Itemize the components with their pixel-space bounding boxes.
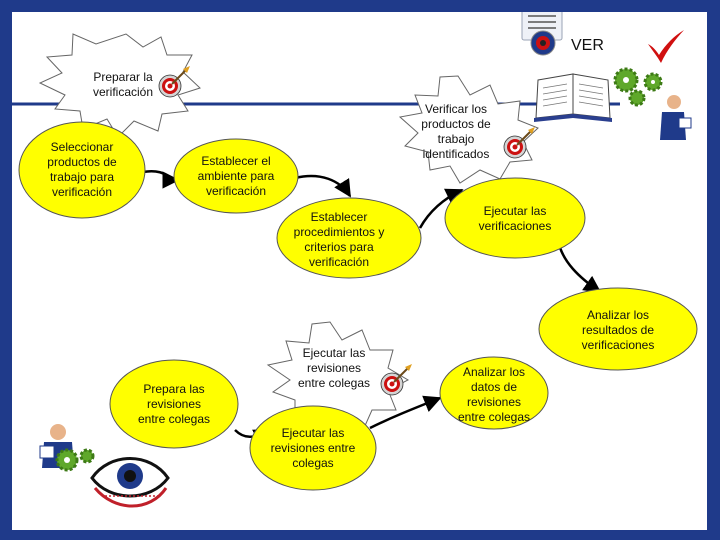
- label-establecer-procedimientos: Establecer procedimientos y criterios pa…: [293, 210, 385, 269]
- connector: [294, 174, 352, 198]
- label-seleccionar: Seleccionar productos de trabajo para ve…: [47, 140, 117, 199]
- slide-label: VER: [571, 37, 604, 54]
- label-preparar: Preparar la verificación: [92, 70, 154, 99]
- connector: [369, 395, 442, 430]
- label-ejecutar-revisiones: Ejecutar las revisiones entre colegas: [270, 426, 356, 470]
- book-icon: [534, 73, 612, 122]
- target-icon: [503, 127, 535, 159]
- node-seleccionar: [18, 121, 146, 219]
- node-establecer-procedimientos: [276, 197, 422, 279]
- checkmark-icon: [648, 30, 684, 63]
- connector: [556, 239, 602, 294]
- person-icon: [660, 95, 692, 140]
- eye-icon: [90, 457, 170, 508]
- node-ejecutar-verificaciones: [444, 177, 586, 259]
- burst-verificar: [398, 75, 539, 184]
- diagram-svg: [12, 12, 698, 508]
- label-verificar-productos: Verificar los productos de trabajo ident…: [421, 102, 491, 161]
- target-icon: [158, 66, 190, 98]
- document-badge-icon: [521, 12, 563, 56]
- label-prepara-revisiones: Prepara las revisiones entre colegas: [137, 382, 211, 426]
- gear-icon: [613, 67, 663, 107]
- label-establecer-ambiente: Establecer el ambiente para verificación: [197, 154, 275, 198]
- gear-icon: [55, 448, 95, 472]
- node-prepara-revisiones: [109, 359, 239, 449]
- node-ejecutar-revisiones: [249, 405, 377, 491]
- label-ejecutar-verificaciones: Ejecutar las verificaciones: [478, 204, 552, 233]
- connector: [418, 188, 464, 229]
- label-analizar-datos: Analizar los datos de revisiones entre c…: [457, 365, 531, 424]
- connector: [142, 169, 180, 189]
- node-analizar-resultados: [538, 287, 698, 371]
- target-icon: [380, 364, 412, 396]
- label-analizar-resultados: Analizar los resultados de verificacione…: [581, 308, 655, 352]
- label-ejecutar-revisiones-burst: Ejecutar las revisiones entre colegas: [297, 346, 371, 390]
- diagram-canvas: VER Preparar la verificación Seleccionar…: [12, 12, 707, 530]
- node-establecer-ambiente: [173, 138, 299, 214]
- node-analizar-datos: [439, 356, 549, 430]
